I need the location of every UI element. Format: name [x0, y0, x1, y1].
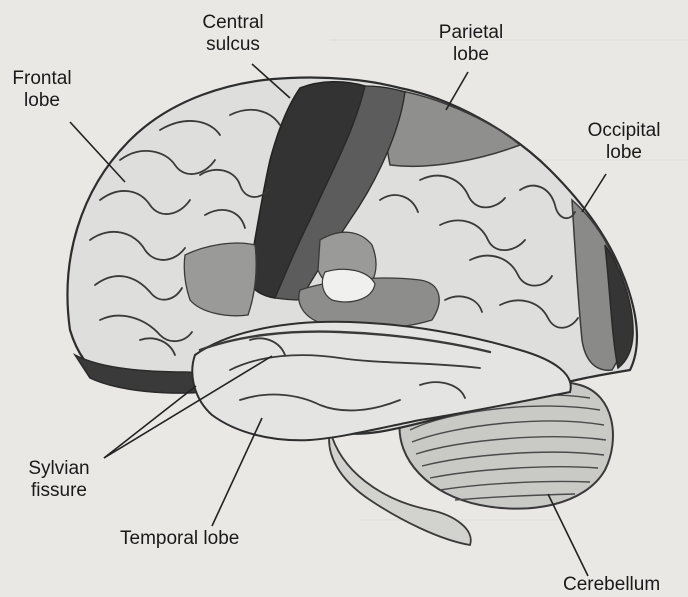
frontal-lobe-label: Frontal lobe	[4, 68, 80, 112]
sylvian-fissure-label-line1: Sylvian	[16, 458, 102, 480]
temporal-leader	[212, 418, 262, 526]
sylvian-leader-1	[104, 386, 196, 458]
occipital-lobe-label: Occipital lobe	[576, 120, 672, 164]
sylvian-fissure-label-line2: fissure	[16, 480, 102, 502]
parietal-lobe-label-line2: lobe	[425, 44, 517, 66]
central-sulcus-label-line1: Central	[190, 12, 276, 34]
cerebellum-label: Cerebellum	[563, 574, 660, 596]
frontal-lobe-label-line1: Frontal	[4, 68, 80, 90]
occipital-lobe-label-line1: Occipital	[576, 120, 672, 142]
temporal-lobe-label: Temporal lobe	[120, 528, 239, 550]
parietal-lobe-label-line1: Parietal	[425, 22, 517, 44]
parietal-lobe-label: Parietal lobe	[425, 22, 517, 66]
parietal-leader	[446, 72, 468, 110]
premotor-patch	[184, 243, 256, 316]
cerebellum-leader	[548, 494, 588, 576]
central-sulcus-label: Central sulcus	[190, 12, 276, 56]
occipital-lobe-label-line2: lobe	[576, 142, 672, 164]
frontal-leader	[70, 122, 125, 182]
occipital-leader	[582, 174, 606, 212]
frontal-lobe-label-line2: lobe	[4, 90, 80, 112]
central-sulcus-label-line2: sulcus	[190, 34, 276, 56]
sylvian-fissure-label: Sylvian fissure	[16, 458, 102, 502]
